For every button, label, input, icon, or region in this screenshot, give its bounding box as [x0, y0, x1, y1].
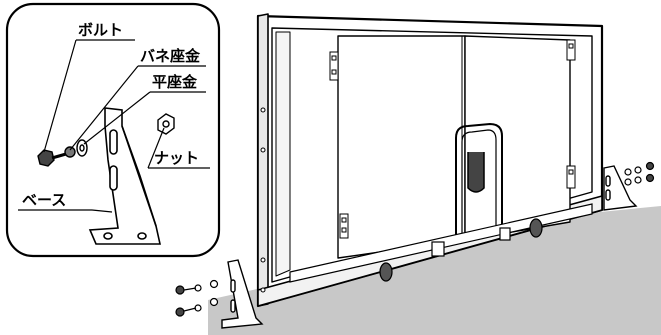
- bottom-rail: [289, 203, 593, 283]
- inset-spring-washer: [64, 146, 76, 158]
- leader-lines: [18, 39, 210, 213]
- handle: [455, 122, 503, 238]
- nut-label: ナット: [154, 149, 199, 167]
- inset-fasteners: [37, 113, 175, 167]
- base-label: ベース: [22, 191, 66, 209]
- left-fasteners: [175, 279, 219, 317]
- right-fasteners: [624, 161, 655, 186]
- flat-washer-label: 平座金: [152, 73, 198, 91]
- left-door: [337, 35, 466, 259]
- inset-base-bracket: [88, 107, 161, 245]
- left-base-bracket: [221, 259, 264, 329]
- door-hinges: [329, 39, 576, 239]
- frame-holes: [260, 107, 266, 293]
- right-base-bracket: [603, 165, 638, 211]
- bolt-label: ボルト: [78, 21, 123, 39]
- spring-washer-label: バネ座金: [140, 47, 201, 65]
- floor: [208, 206, 661, 335]
- right-door: [464, 35, 571, 241]
